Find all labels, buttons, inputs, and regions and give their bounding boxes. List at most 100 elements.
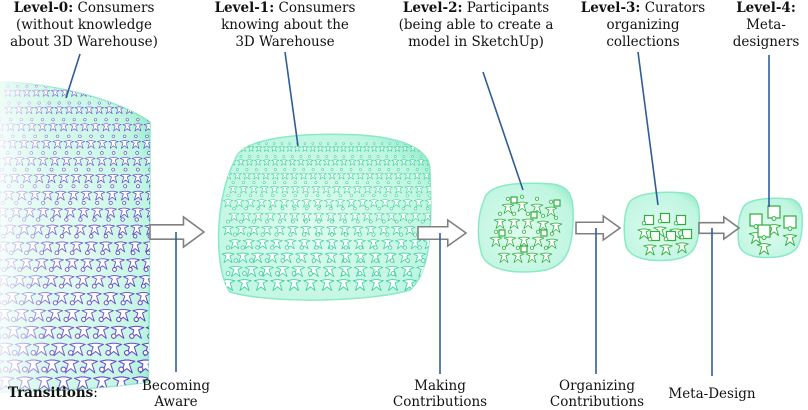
aware-consumer-figure (297, 155, 305, 166)
aware-consumer-figure (347, 142, 355, 152)
aware-consumer-figure (278, 142, 286, 152)
aware-consumer-figure (314, 155, 322, 166)
consumer-figure (304, 317, 319, 338)
aware-consumer-figure (383, 181, 393, 194)
consumer-figure (319, 301, 334, 321)
level-0-leader-line (65, 53, 81, 99)
transition-1-line-1: Becoming (141, 378, 211, 394)
aware-consumer-figure (270, 181, 280, 194)
consumer-figure (171, 185, 182, 200)
consumer-figure (156, 350, 172, 372)
aware-consumer-figure (235, 219, 247, 236)
aware-consumer-figure (271, 168, 280, 180)
model-box (553, 199, 561, 207)
aware-consumer-figure (352, 271, 368, 291)
consumer-figure (170, 168, 181, 183)
consumer-figure (197, 118, 206, 131)
aware-consumer-figure (228, 258, 243, 278)
consumer-figure (175, 350, 191, 372)
level-2-desc-line-1: Participants (466, 0, 550, 16)
level-3-desc-line-1: Curators (644, 0, 706, 16)
consumer-figure (212, 350, 228, 372)
aware-consumer-figure (242, 168, 252, 180)
aware-consumer-figure (339, 232, 352, 250)
participant-figure (525, 245, 539, 263)
aware-consumer-figure (394, 181, 404, 194)
level-2-name: Level-2: (402, 0, 463, 16)
participant-figure (503, 229, 517, 247)
aware-consumer-figure (373, 181, 383, 194)
consumer-figure (209, 135, 219, 148)
consumer-figure (269, 301, 284, 321)
aware-consumer-figure (245, 155, 254, 166)
aware-consumer-figure (332, 142, 340, 152)
participant-figure (517, 229, 531, 247)
level-1-name: Level-1: (214, 0, 275, 16)
consumer-figure (165, 118, 174, 131)
aware-consumer-figure (301, 181, 311, 194)
aware-consumer-figure (265, 206, 276, 222)
aware-consumer-figure (402, 194, 413, 208)
aware-consumer-figure (256, 232, 269, 250)
aware-consumer-figure (279, 155, 288, 166)
aware-consumer-figure (340, 155, 348, 166)
aware-consumer-figure (361, 206, 373, 222)
consumer-figure (149, 300, 150, 322)
transition-arrow-1 (149, 215, 206, 249)
model-box (530, 211, 538, 219)
aware-consumer-figure (386, 142, 394, 152)
consumer-figure (201, 301, 216, 321)
aware-consumer-figure (303, 271, 318, 291)
aware-consumer-figure (286, 271, 302, 291)
aware-consumer-figure (391, 155, 400, 166)
consumer-figure (229, 367, 246, 390)
aware-consumer-figure (374, 155, 382, 166)
aware-consumer-figure (385, 271, 401, 291)
participant-figure (507, 211, 521, 229)
aware-consumer-figure (238, 181, 249, 194)
aware-consumer-figure (354, 245, 368, 264)
aware-consumer-figure (222, 219, 234, 236)
consumer-figure (210, 185, 221, 200)
consumer-figure (344, 367, 361, 390)
aware-consumer-figure (267, 194, 278, 208)
consumer-figure (176, 135, 186, 148)
aware-consumer-figure (313, 219, 325, 236)
aware-consumer-figure (425, 181, 431, 194)
collection-box (649, 230, 661, 242)
aware-consumer-figure (394, 168, 403, 180)
consumer-figure (186, 284, 200, 304)
level-1-desc-line-1: Consumers (278, 0, 356, 16)
level-2-desc-line-3: model in SketchUp) (408, 34, 544, 50)
consumer-figure (250, 350, 266, 372)
aware-consumer-figure (363, 181, 373, 194)
transition-arrows (149, 214, 741, 249)
aware-consumer-figure (254, 155, 262, 166)
aware-consumer-figure (378, 142, 386, 152)
aware-consumer-figure (301, 206, 312, 222)
aware-consumer-figure (403, 168, 412, 180)
aware-consumer-figure (436, 272, 450, 291)
consumer-figure (287, 317, 302, 338)
consumer-figure (202, 234, 215, 252)
consumer-figure (159, 201, 171, 217)
aware-consumer-figure (242, 232, 255, 250)
consumer-figure (187, 268, 201, 287)
consumer-figure (175, 102, 184, 114)
aware-consumer-figure (417, 155, 425, 166)
transition-2-label: Making Contributions (384, 378, 496, 410)
level-1-desc-line-2: knowing about the (221, 17, 349, 33)
aware-consumer-figure (290, 194, 301, 208)
aware-consumer-figure (319, 271, 335, 291)
participant-figure (536, 213, 550, 231)
consumer-figure (153, 135, 163, 148)
aware-consumer-figure (427, 245, 431, 264)
aware-consumer-figure (327, 168, 337, 180)
aware-consumer-figure (422, 206, 431, 222)
participant-figure (493, 211, 507, 229)
level-3-blob (623, 191, 701, 262)
aware-consumer-figure (274, 219, 286, 236)
aware-consumer-figure (391, 219, 403, 236)
level-0-fade-overlay (0, 80, 150, 395)
meta-designer-figure (782, 226, 798, 246)
